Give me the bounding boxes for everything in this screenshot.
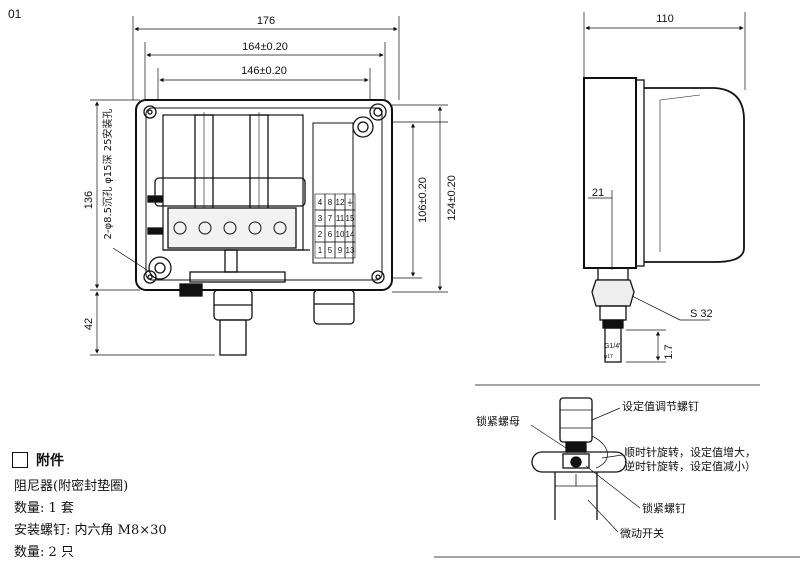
terminal-number: 13 bbox=[346, 246, 355, 255]
terminal-number: 6 bbox=[328, 230, 333, 239]
side-view bbox=[583, 12, 746, 363]
terminal-number: ⏚ bbox=[346, 198, 354, 207]
checkbox-icon bbox=[12, 452, 28, 468]
hole-note: 2-φ8.5沉孔 φ15深 25安装孔 bbox=[101, 109, 114, 240]
detail-view-labels: 锁紧螺母 设定值调节螺钉 顺时针旋转，设定值增大， 逆时针旋转，设定值减小） 锁… bbox=[476, 399, 756, 540]
dim-depth: 110 bbox=[656, 13, 674, 25]
terminal-number: 4 bbox=[318, 198, 323, 207]
dim-inner-height: 106±0.20 bbox=[417, 177, 429, 223]
front-view-dimension-labels: 176 164±0.20 146±0.20 136 42 106±0.20 12… bbox=[83, 15, 458, 330]
dim-overall-width: 176 bbox=[257, 15, 275, 27]
terminal-number: 9 bbox=[338, 246, 343, 255]
label-lock-screw: 锁紧螺钉 bbox=[642, 501, 686, 515]
dim-small-diameter: φ17 bbox=[604, 354, 613, 360]
terminal-number: 5 bbox=[328, 246, 333, 255]
label-rotation-note-2: 逆时针旋转，设定值减小） bbox=[624, 459, 756, 473]
accessories-title: 附件 bbox=[36, 453, 64, 469]
label-micro-switch: 微动开关 bbox=[620, 526, 664, 540]
label-setpoint-screw: 设定值调节螺钉 bbox=[622, 399, 699, 413]
dim-outer-height: 124±0.20 bbox=[446, 175, 458, 221]
detail-view bbox=[434, 384, 800, 558]
terminal-cell bbox=[344, 193, 356, 211]
accessory-line: 安装螺钉: 内六角 M8×30 bbox=[14, 523, 167, 538]
accessory-line: 数量: 1 套 bbox=[14, 501, 74, 516]
dim-bottom-depth: 42 bbox=[83, 318, 95, 330]
terminal-number: 14 bbox=[346, 230, 355, 239]
terminal-number: 1 bbox=[318, 246, 323, 255]
terminal-number: 15 bbox=[346, 214, 355, 223]
dim-mounting-width: 164±0.20 bbox=[242, 41, 288, 53]
label-rotation-note-1: 顺时针旋转，设定值增大， bbox=[624, 445, 756, 459]
accessory-line: 数量: 2 只 bbox=[14, 545, 74, 560]
front-view bbox=[90, 16, 448, 356]
terminal-number: 10 bbox=[336, 230, 345, 239]
accessories-panel: 附件 阻尼器(附密封垫圈) 数量: 1 套 安装螺钉: 内六角 M8×30 数量… bbox=[12, 450, 167, 566]
accessories-header: 附件 bbox=[12, 450, 167, 470]
dim-offset: 21 bbox=[592, 187, 604, 199]
accessory-line: 阻尼器(附密封垫圈) bbox=[14, 479, 129, 494]
terminal-number: 7 bbox=[328, 214, 333, 223]
terminal-number: 12 bbox=[336, 198, 345, 207]
dim-thread-length: 1.7 bbox=[663, 344, 675, 359]
side-view-dimension-labels: 110 21 S 32 G1/4" φ17 1.7 bbox=[592, 13, 713, 360]
dim-hex: S 32 bbox=[690, 308, 713, 320]
figure-number: 01 bbox=[8, 7, 22, 21]
terminal-number: 2 bbox=[318, 230, 323, 239]
terminal-number: 8 bbox=[328, 198, 333, 207]
terminal-number: 3 bbox=[318, 214, 323, 223]
label-lock-nut: 锁紧螺母 bbox=[476, 414, 520, 428]
dim-inner-width: 146±0.20 bbox=[241, 65, 287, 77]
dim-height: 136 bbox=[83, 191, 95, 209]
terminal-number: 11 bbox=[336, 214, 345, 223]
dim-thread: G1/4" bbox=[604, 343, 622, 350]
